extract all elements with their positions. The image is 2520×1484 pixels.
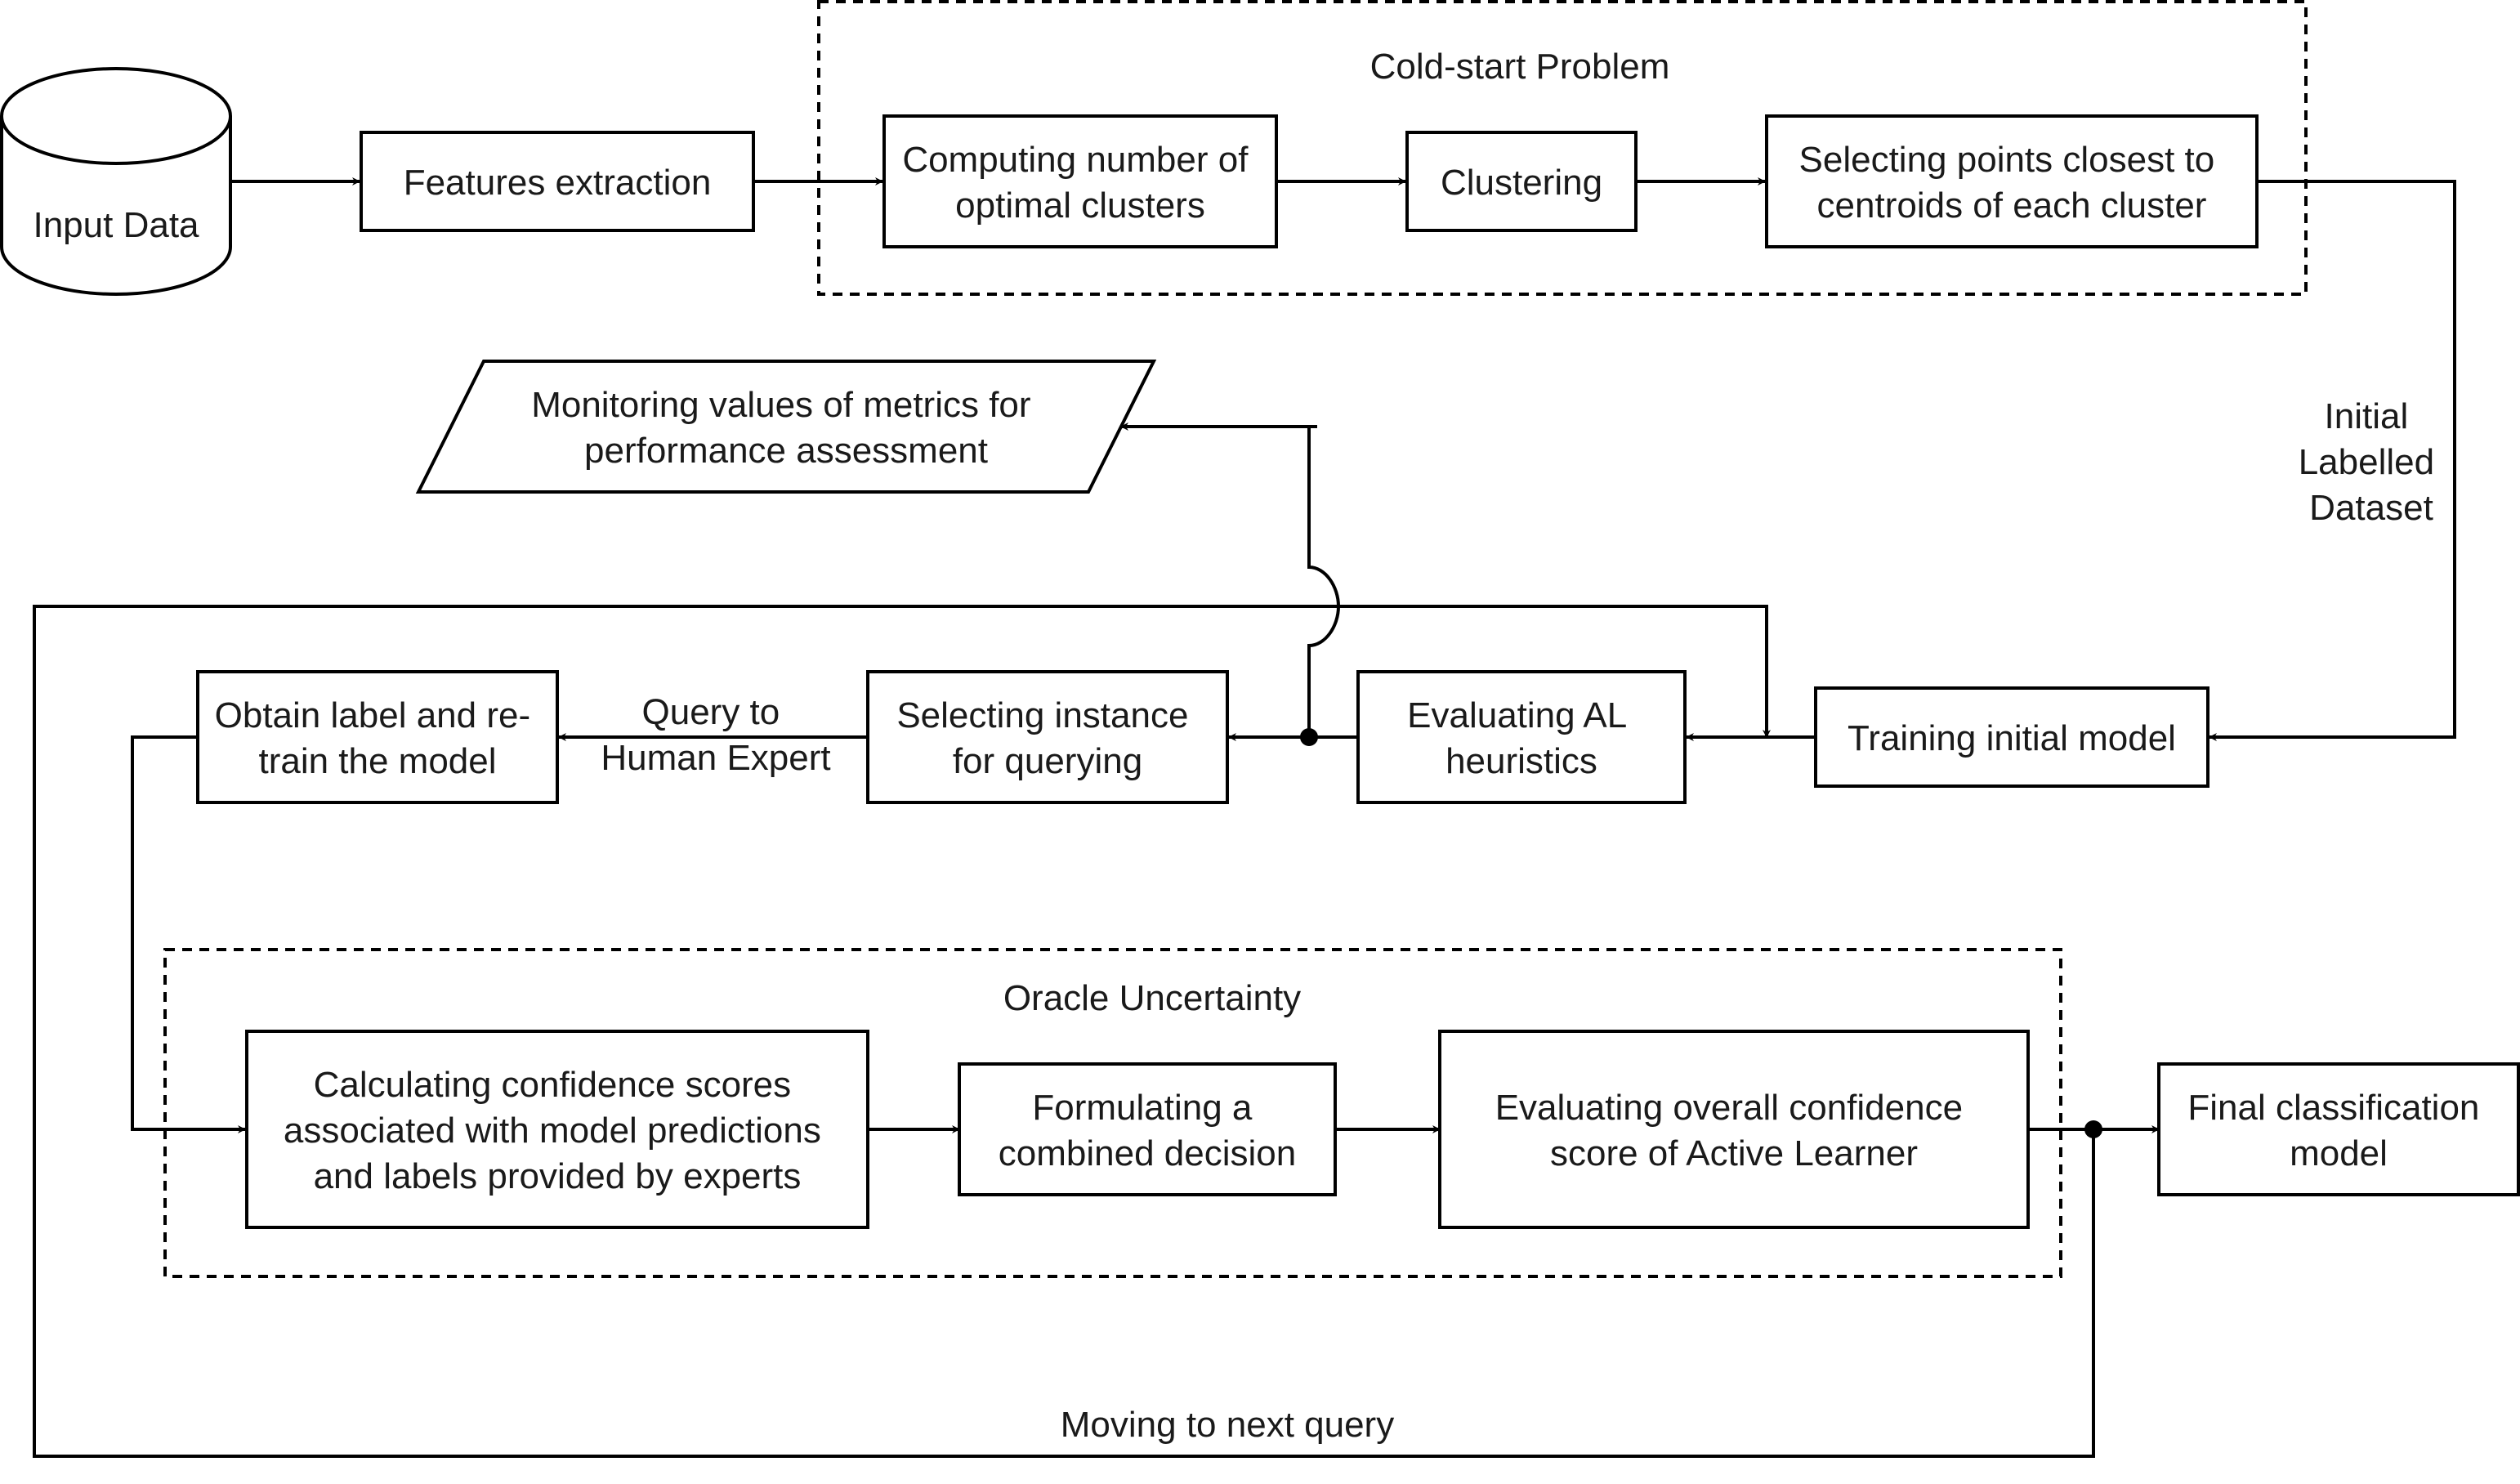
oracle-uncertainty-title: Oracle Uncertainty <box>1003 978 1301 1018</box>
node-evaluating-al: Evaluating AL heuristics <box>1356 670 1687 804</box>
node-training-initial: Training initial model <box>1814 686 2209 788</box>
node-clustering: Clustering <box>1405 131 1638 232</box>
computing-clusters-label: Computing number of optimal clusters <box>902 140 1258 226</box>
final-model-label: Final classification model <box>2187 1088 2489 1173</box>
edge-selecting-to-training <box>2209 180 2456 741</box>
node-formulating-decision: Formulating a combined decision <box>958 1062 1337 1196</box>
node-monitoring: Monitoring values of metrics for perform… <box>415 360 1157 494</box>
node-selecting-points: Selecting points closest to centroids of… <box>1765 114 2259 248</box>
training-initial-label: Training initial model <box>1848 718 2176 758</box>
node-obtain-label: Obtain label and re- train the model <box>196 670 559 804</box>
edge-next-query-loop <box>33 605 2095 1458</box>
edges <box>33 177 2456 1458</box>
node-evaluating-overall: Evaluating overall confidence score of A… <box>1438 1030 2030 1229</box>
oracle-uncertainty-group: Oracle Uncertainty <box>163 948 2062 1278</box>
cold-start-group: Cold-start Problem <box>817 0 2308 296</box>
node-selecting-instance: Selecting instance for querying <box>866 670 1229 804</box>
junction-dot-final <box>2084 1120 2102 1138</box>
node-input-data: Input Data <box>0 67 232 296</box>
clustering-label: Clustering <box>1441 163 1602 203</box>
edge-obtain-to-calculating <box>131 735 246 1133</box>
evaluating-overall-label: Evaluating overall confidence score of A… <box>1495 1088 1973 1173</box>
cold-start-title: Cold-start Problem <box>1370 47 1670 87</box>
input-data-label: Input Data <box>33 205 199 245</box>
next-query-label: Moving to next query <box>1061 1405 1394 1445</box>
evaluating-al-label: Evaluating AL heuristics <box>1407 695 1636 781</box>
node-computing-clusters: Computing number of optimal clusters <box>882 114 1278 248</box>
node-final-model: Final classification model <box>2157 1062 2520 1196</box>
node-features-extraction: Features extraction <box>360 131 755 232</box>
selecting-points-label: Selecting points closest to centroids of… <box>1799 140 2225 226</box>
features-extraction-label: Features extraction <box>404 163 712 203</box>
initial-labelled-dataset-label: Initial Labelled Dataset <box>2299 396 2445 528</box>
selecting-instance-label: Selecting instance for querying <box>896 695 1198 781</box>
node-calculating-confidence: Calculating confidence scores associated… <box>245 1030 869 1229</box>
junction-dot-query <box>1300 728 1318 746</box>
obtain-label-label: Obtain label and re- train the model <box>215 695 541 781</box>
formulating-decision-label: Formulating a combined decision <box>999 1088 1296 1173</box>
calculating-confidence-label: Calculating confidence scores associated… <box>284 1065 831 1196</box>
monitoring-label: Monitoring values of metrics for perform… <box>531 385 1041 471</box>
query-human-expert-label: Query to Human Expert <box>601 692 830 778</box>
